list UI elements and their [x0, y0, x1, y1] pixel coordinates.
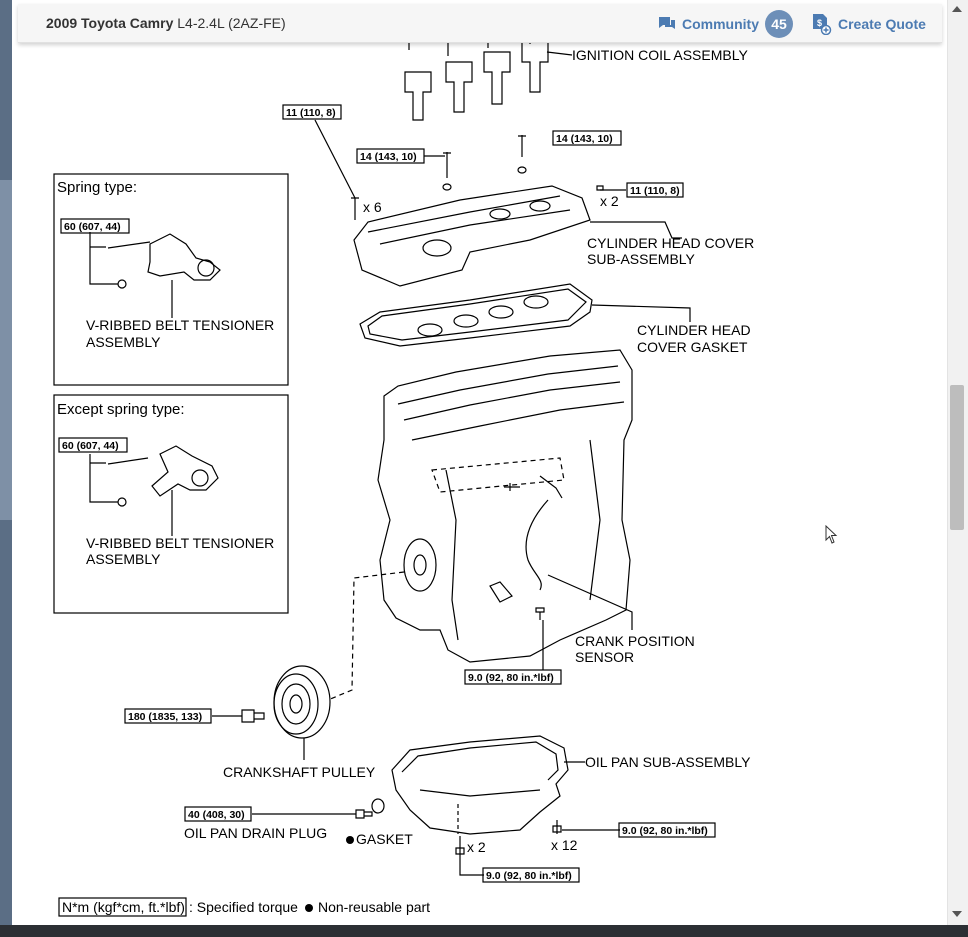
torque-pulley: 180 (1835, 133) — [128, 711, 202, 723]
torque-drain-plug: 40 (408, 30) — [188, 809, 245, 821]
engine-exploded-diagram: 11 (110, 8) 14 (143, 10) 14 (143, 10) 11… — [53, 41, 754, 917]
cylinder-head-cover-drawing — [353, 185, 682, 287]
scroll-up-arrow-icon[interactable] — [952, 6, 962, 12]
label-x12: x 12 — [551, 837, 578, 853]
vehicle-title: 2009 Toyota Camry L4-2.4L (2AZ-FE) — [46, 15, 286, 31]
torque-cover-right: 11 (110, 8) — [630, 185, 680, 197]
legend-torque-text: : Specified torque — [189, 899, 298, 915]
crank-position-sensor-drawing — [489, 475, 633, 670]
scrollbar-thumb[interactable] — [950, 385, 964, 530]
torque-crank-sensor: 9.0 (92, 80 in.*lbf) — [468, 672, 554, 684]
create-quote-button[interactable]: $ Create Quote — [810, 13, 926, 35]
label-oil-pan: OIL PAN SUB-ASSEMBLY — [585, 754, 751, 770]
torque-oil-pan-right: 9.0 (92, 80 in.*lbf) — [622, 825, 708, 837]
left-window-edge — [0, 0, 12, 937]
label-gasket: GASKET — [356, 831, 413, 847]
create-quote-label: Create Quote — [838, 16, 926, 32]
vehicle-name: 2009 Toyota Camry — [46, 15, 174, 31]
engine-spec: L4-2.4L (2AZ-FE) — [177, 15, 286, 31]
label-cover-gasket-2: COVER GASKET — [637, 339, 748, 355]
left-window-edge-band — [0, 180, 12, 520]
community-button[interactable]: Community 45 — [658, 10, 793, 38]
label-x6: x 6 — [363, 199, 382, 215]
quote-document-icon: $ — [813, 14, 832, 35]
community-count-badge: 45 — [765, 10, 793, 38]
crankshaft-pulley-drawing — [212, 665, 331, 760]
spring-tensioner-label-2: ASSEMBLY — [86, 334, 161, 350]
engine-block-drawing — [327, 349, 633, 701]
cylinder-head-cover-gasket-drawing — [359, 283, 691, 347]
label-x2-top: x 2 — [600, 193, 619, 209]
legend-non-reusable-text: Non-reusable part — [318, 899, 430, 915]
label-oil-pan-drain-plug: OIL PAN DRAIN PLUG — [184, 825, 327, 841]
except-spring-type-title: Except spring type: — [57, 401, 185, 418]
torque-bolt-left: 14 (143, 10) — [360, 151, 417, 163]
label-cover-gasket-1: CYLINDER HEAD — [637, 322, 751, 338]
torque-cover-left: 11 (110, 8) — [286, 107, 336, 119]
legend-non-reusable-icon — [305, 904, 313, 912]
label-crank-sensor-1: CRANK POSITION — [575, 633, 695, 649]
legend-torque-box-text: N*m (kgf*cm, ft.*lbf) — [62, 899, 185, 915]
non-reusable-marker-icon — [346, 836, 354, 844]
label-ignition-coil: IGNITION COIL ASSEMBLY — [572, 47, 748, 63]
label-crankshaft-pulley: CRANKSHAFT PULLEY — [223, 764, 376, 780]
torque-bolt-right: 14 (143, 10) — [556, 133, 613, 145]
label-cylinder-head-cover-1: CYLINDER HEAD COVER — [587, 235, 754, 251]
oil-pan-drawing — [252, 735, 620, 876]
except-spring-type-inset — [53, 394, 289, 614]
cover-bolts-drawing — [314, 119, 626, 220]
label-crank-sensor-2: SENSOR — [575, 649, 634, 665]
except-tensioner-label-2: ASSEMBLY — [86, 551, 161, 567]
vertical-scrollbar[interactable] — [947, 0, 968, 925]
except-tensioner-drawing — [89, 445, 219, 536]
chat-bubbles-icon — [659, 17, 675, 29]
torque-spring-tensioner: 60 (607, 44) — [64, 221, 121, 233]
top-header-bar: 2009 Toyota Camry L4-2.4L (2AZ-FE) Commu… — [18, 4, 942, 43]
mouse-pointer-icon — [825, 525, 838, 544]
spring-tensioner-drawing — [89, 232, 221, 318]
spring-tensioner-label-1: V-RIBBED BELT TENSIONER — [86, 317, 274, 333]
except-tensioner-label-1: V-RIBBED BELT TENSIONER — [86, 535, 274, 551]
label-cylinder-head-cover-2: SUB-ASSEMBLY — [587, 251, 696, 267]
svg-text:$: $ — [817, 18, 822, 28]
ignition-coil-drawing — [404, 41, 573, 121]
scroll-down-arrow-icon[interactable] — [952, 911, 962, 917]
bottom-taskbar — [0, 925, 968, 937]
community-label: Community — [682, 16, 759, 32]
spring-type-title: Spring type: — [57, 179, 137, 196]
label-x2-bottom: x 2 — [467, 839, 486, 855]
torque-oil-pan-bottom: 9.0 (92, 80 in.*lbf) — [486, 870, 572, 882]
spring-type-inset — [53, 173, 289, 386]
torque-except-tensioner: 60 (607, 44) — [62, 440, 119, 452]
